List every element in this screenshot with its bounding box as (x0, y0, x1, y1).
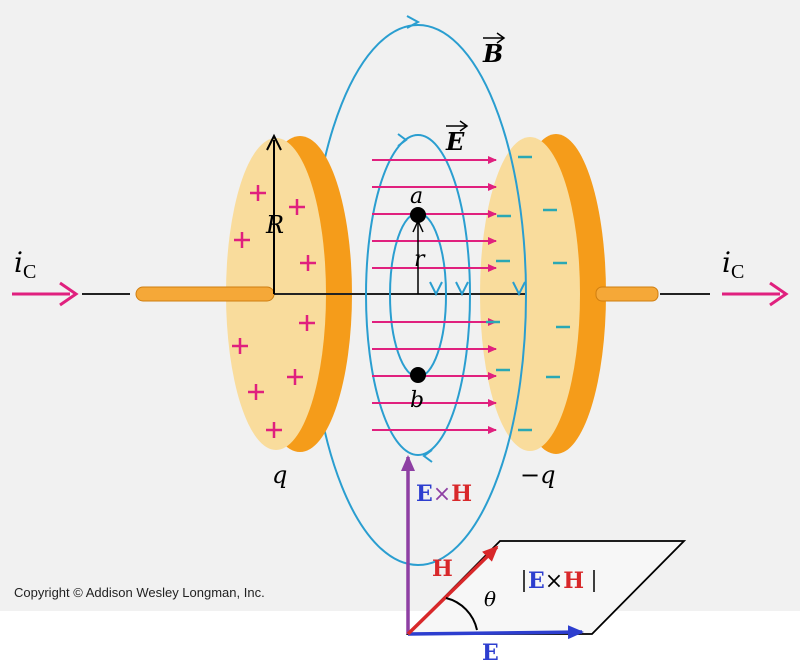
point-b (410, 367, 426, 383)
e-vector-overarrow (446, 120, 469, 132)
exh-label: E×H (416, 481, 472, 507)
b-field-direction-marks (397, 15, 526, 463)
point-a (410, 207, 426, 223)
svg-text:E×H: E×H (528, 568, 584, 594)
b-label: b (410, 388, 424, 413)
right-current-label: iC (722, 246, 744, 283)
e-label: E (482, 640, 499, 666)
bottom-band (0, 611, 800, 671)
radius-R-arrow (266, 133, 282, 294)
r-label: r (414, 247, 426, 272)
q-label: q (272, 461, 287, 489)
e-field-arrows (372, 156, 497, 434)
negative-charges (486, 155, 570, 432)
b-field-middle-loop (365, 134, 471, 456)
positive-charges (232, 185, 316, 438)
copyright-text: Copyright © Addison Wesley Longman, Inc. (14, 585, 265, 600)
left-rod (135, 286, 275, 302)
theta-arc (445, 597, 478, 631)
exh-magnitude-label: E×H (523, 568, 595, 594)
h-label: H (432, 556, 453, 582)
left-current-arrow (12, 281, 79, 307)
right-current-arrow (722, 281, 789, 307)
b-vector-overarrow (483, 32, 506, 44)
b-field-label: B (482, 39, 503, 68)
a-label: a (410, 184, 423, 209)
left-current-label: iC (14, 246, 36, 283)
e-field-label: E (445, 127, 465, 156)
e-vector (407, 625, 584, 640)
right-rod (595, 286, 659, 302)
h-vector (406, 545, 499, 636)
neg-q-label: −q (520, 461, 555, 489)
theta-label: θ (484, 587, 496, 611)
R-label: R (265, 211, 284, 239)
